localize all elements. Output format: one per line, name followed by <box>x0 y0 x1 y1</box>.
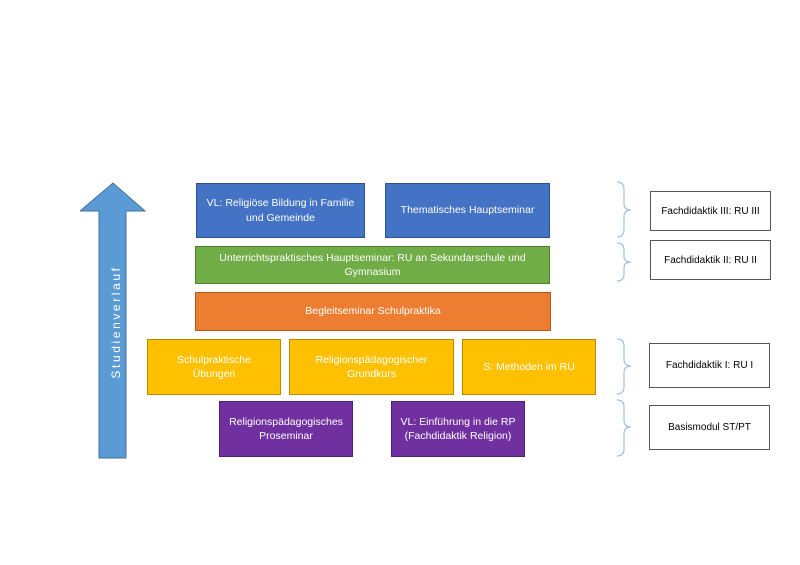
study-progress-arrow <box>80 182 146 459</box>
course-thematisches-hauptseminar: Thematisches Hauptseminar <box>385 183 550 238</box>
brace-fd1 <box>616 338 632 395</box>
brace-fd3 <box>616 181 632 238</box>
brace-fd2 <box>616 242 632 282</box>
module-fachdidaktik-3: Fachdidaktik III: RU III <box>650 191 771 231</box>
module-basismodul: Basismodul ST/PT <box>649 405 770 450</box>
brace-basis <box>616 399 632 457</box>
module-fachdidaktik-2: Fachdidaktik II: RU II <box>650 240 771 280</box>
course-religionspaedagogisches-proseminar: Religionspädagogisches Proseminar <box>219 401 353 457</box>
module-fachdidaktik-1: Fachdidaktik I: RU I <box>649 343 770 388</box>
course-begleitseminar-schulpraktika: Begleitseminar Schulpraktika <box>195 292 551 331</box>
course-schulpraktische-uebungen: Schulpraktische Übungen <box>147 339 281 395</box>
course-methoden-im-ru: S: Methoden im RU <box>462 339 596 395</box>
course-religioese-bildung: VL: Religiöse Bildung in Familie und Gem… <box>196 183 365 238</box>
course-einfuehrung-rp: VL: Einführung in die RP (Fachdidaktik R… <box>391 401 525 457</box>
course-unterrichtspraktisches-hauptseminar: Unterrichtspraktisches Hauptseminar: RU … <box>195 246 550 284</box>
course-religionspaedagogischer-grundkurs: Religionspädagogischer Grundkurs <box>289 339 454 395</box>
